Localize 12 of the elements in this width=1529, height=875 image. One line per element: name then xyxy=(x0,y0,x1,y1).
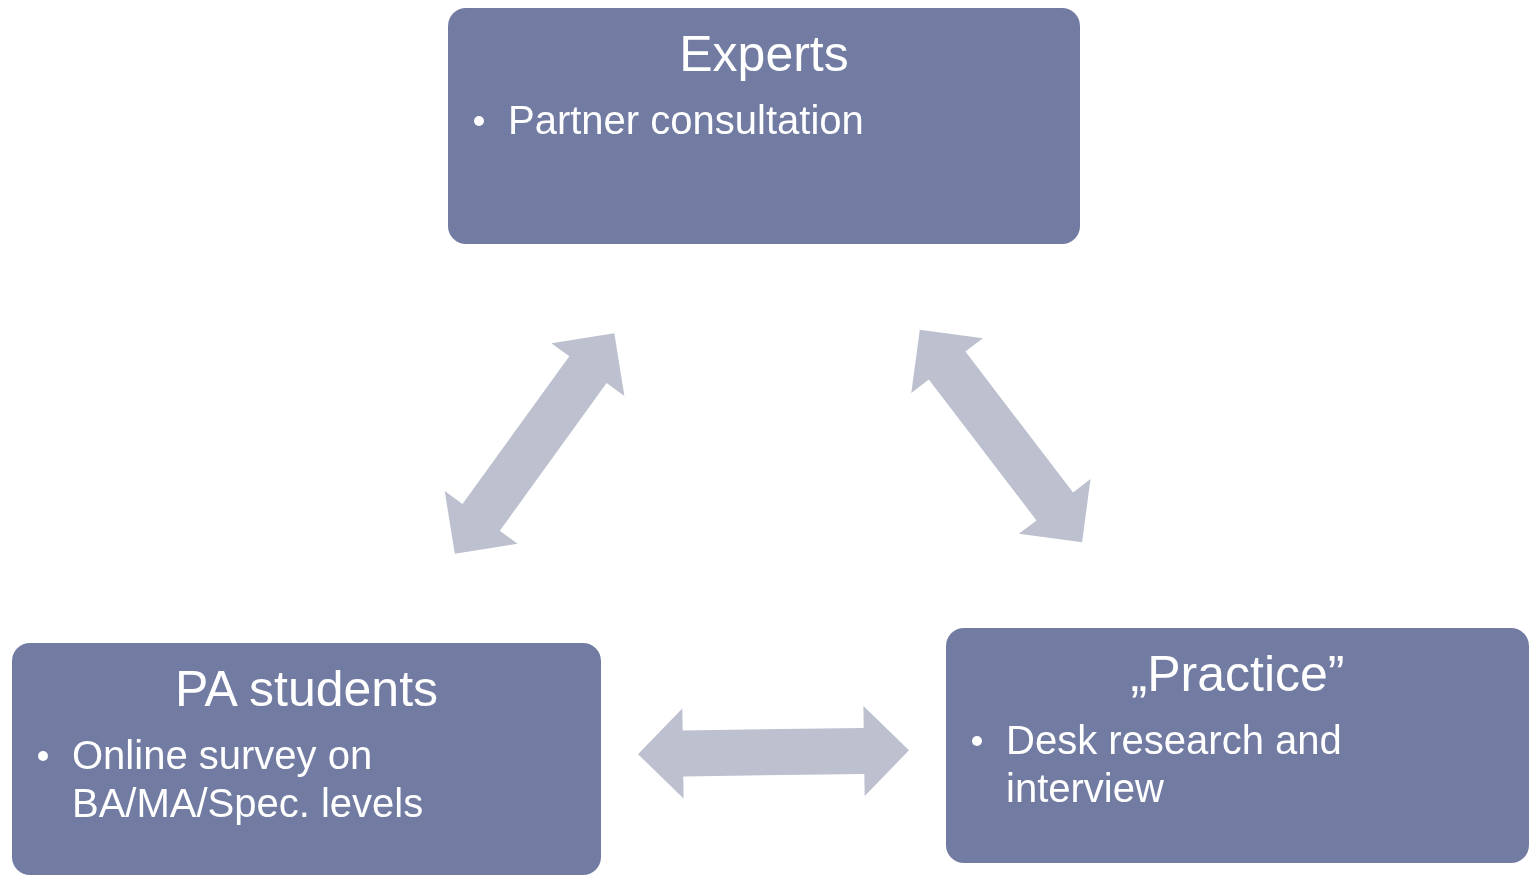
process-box xyxy=(946,628,1529,863)
double-arrow xyxy=(638,705,909,799)
process-box xyxy=(12,643,601,875)
box-heading: PA students xyxy=(173,661,440,719)
bullet-text: Partner consultation xyxy=(472,95,1056,144)
double-arrow xyxy=(444,333,625,554)
box-heading: „Practice” xyxy=(1129,646,1346,704)
bullet-text: Desk research and interview xyxy=(970,715,1505,812)
bullet-text: Online survey on BA/MA/Spec. levels xyxy=(36,730,577,827)
box-heading: Experts xyxy=(678,26,850,84)
double-arrow xyxy=(911,329,1091,543)
process-box xyxy=(448,8,1080,244)
